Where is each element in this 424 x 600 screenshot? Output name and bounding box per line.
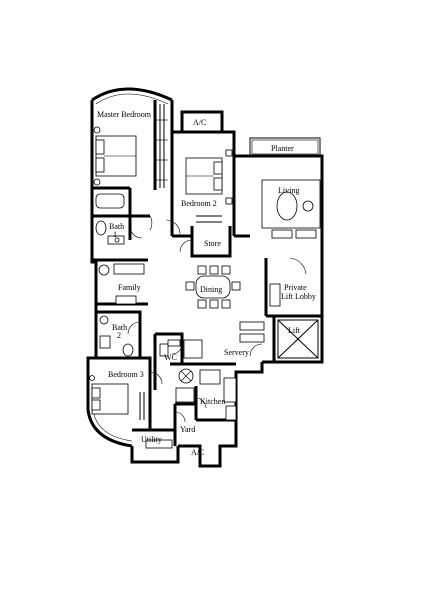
bath-2-fixtures	[99, 315, 134, 357]
label-bath-1: Bath	[109, 222, 124, 231]
master-bed	[93, 126, 137, 186]
living-sofa-set	[261, 179, 321, 239]
family-furniture	[98, 263, 145, 305]
label-utility: Utility	[141, 435, 162, 444]
kitchen-fixtures	[175, 368, 237, 421]
dining-set	[185, 265, 241, 309]
bath-1-fixtures	[95, 193, 125, 245]
label-master-bedroom: Master Bedroom	[97, 110, 152, 119]
windows	[155, 104, 168, 188]
label-wc: WC	[164, 353, 177, 362]
doors	[127, 215, 307, 423]
label-bath-2-num: 2	[117, 331, 121, 340]
label-dining: Dining	[200, 285, 222, 294]
bedroom-2-bed	[185, 149, 233, 223]
label-planter: Planter	[271, 144, 294, 153]
utility-fixtures	[145, 439, 173, 449]
lift-shaft	[277, 319, 319, 359]
label-kitchen: Kitchen	[200, 397, 225, 406]
label-bedroom-2: Bedroom 2	[181, 199, 217, 208]
label-lift: Lift	[288, 326, 301, 335]
room-labels: Master Bedroom A/C Planter Bedroom 2 Liv…	[97, 110, 316, 457]
label-store: Store	[204, 239, 221, 248]
label-living: Living	[278, 186, 299, 195]
label-bedroom-3: Bedroom 3	[108, 370, 144, 379]
label-private: Private	[284, 283, 307, 292]
planter	[234, 137, 321, 158]
bedroom-3-bed	[89, 375, 145, 420]
wc-fixtures	[159, 339, 203, 359]
lift-lobby-furniture	[239, 283, 281, 343]
label-ac-top: A/C	[193, 118, 206, 127]
label-bath-2: Bath	[112, 323, 127, 332]
label-ac-bottom: A/C	[191, 448, 204, 457]
label-lift-lobby: Lift Lobby	[281, 292, 316, 301]
label-family: Family	[118, 283, 141, 292]
label-yard: Yard	[180, 425, 195, 434]
interior-walls	[88, 100, 322, 446]
label-servery: Servery	[224, 348, 249, 357]
label-bath-1-num: 1	[113, 230, 117, 239]
